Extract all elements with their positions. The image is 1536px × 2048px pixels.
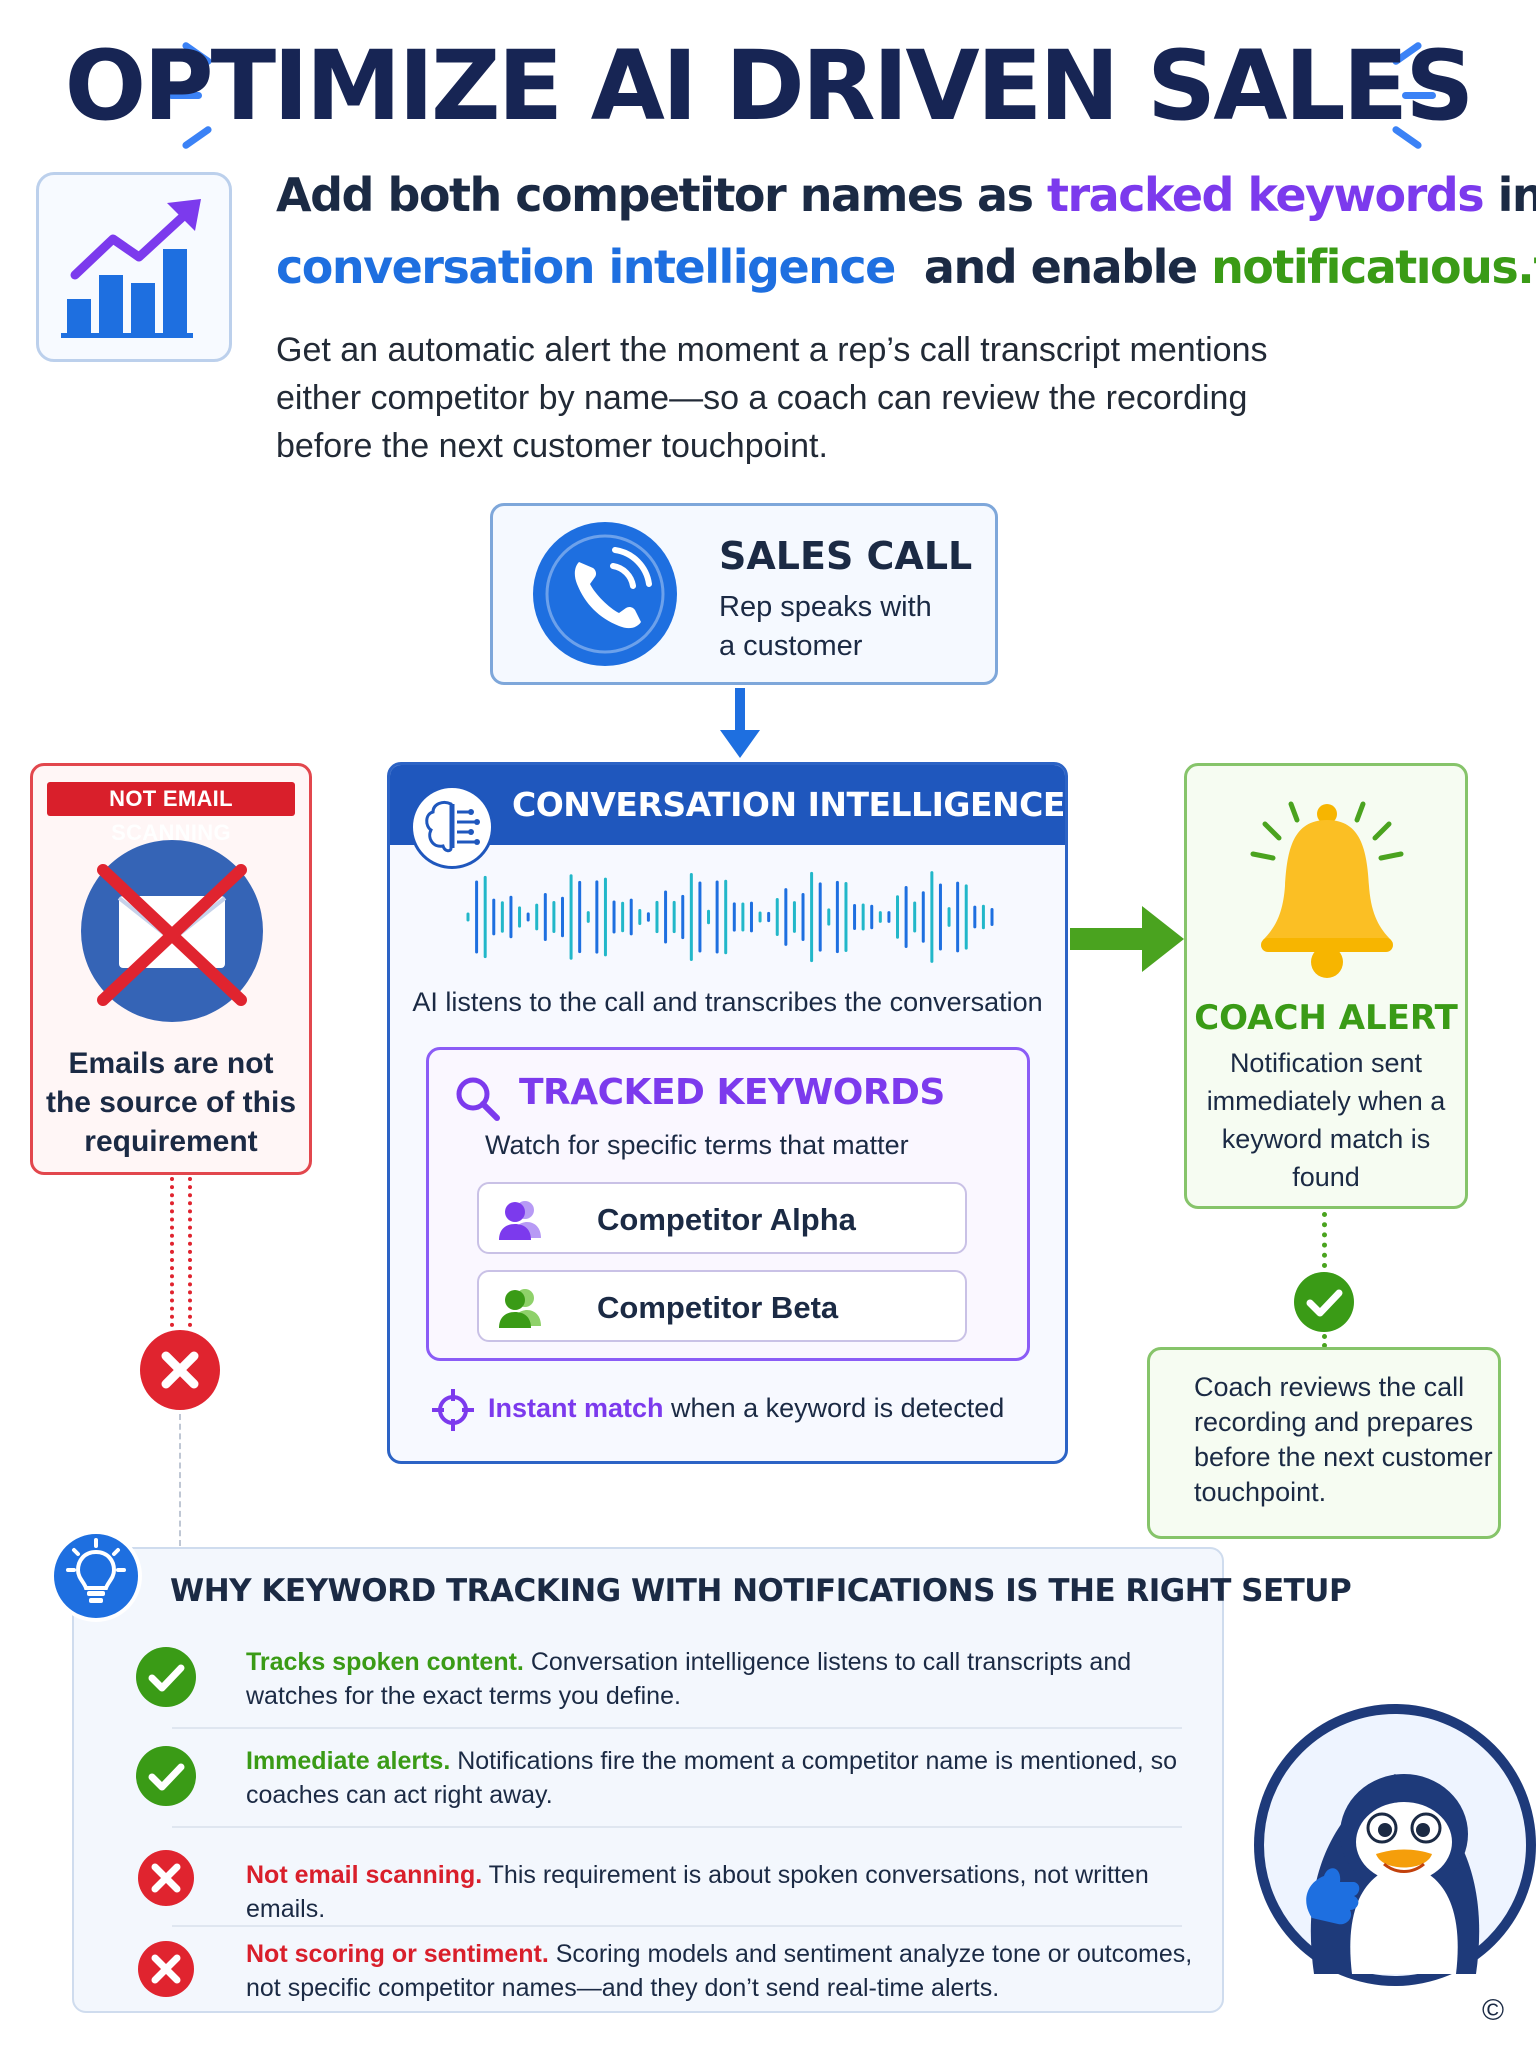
waveform-icon (466, 871, 994, 963)
divider (172, 1727, 1182, 1729)
user-icon (499, 1201, 541, 1240)
coach-review-text: Coach reviews the call recording and pre… (1194, 1372, 1493, 1507)
penguin-mascot (1254, 1704, 1536, 1986)
headline-text: Add both competitor names as (276, 168, 1047, 222)
x-icon (140, 1330, 220, 1410)
bell-icon (1250, 801, 1404, 978)
not-email-scanning-box: NOT EMAIL SCANNING Emails are not the so… (30, 763, 312, 1175)
x-icon (138, 1850, 194, 1906)
headline-line-2: conversation intelligence and enable not… (276, 240, 1536, 294)
keyword-label: Competitor Beta (597, 1290, 839, 1325)
tracked-keywords-description: Watch for specific terms that matter (485, 1130, 909, 1160)
coach-review-box: Coach reviews the call recording and pre… (1147, 1347, 1501, 1539)
why-item-text: Not scoring or sentiment. Scoring models… (246, 1937, 1196, 2005)
check-icon (1294, 1272, 1354, 1332)
why-item-lead: Tracks spoken content. (246, 1648, 524, 1676)
why-item-lead: Not scoring or sentiment. (246, 1940, 549, 1968)
instant-match-text: when a keyword is detected (663, 1393, 1005, 1423)
why-item-lead: Immediate alerts. (246, 1747, 451, 1775)
connector-line (1322, 1212, 1327, 1268)
tracked-keywords-title: TRACKED KEYWORDS (519, 1072, 945, 1113)
sales-call-box: SALES CALL Rep speaks with a customer (490, 503, 998, 685)
sales-call-line: a customer (719, 630, 863, 662)
copyright-mark: © (1482, 1994, 1505, 2027)
check-icon (136, 1647, 196, 1707)
coach-alert-title: COACH ALERT (1194, 998, 1458, 1038)
right-arrow-icon (1070, 906, 1184, 972)
coach-alert-description: Notification sent immediately when a key… (1206, 1048, 1446, 1192)
sales-call-line: Rep speaks with (719, 591, 932, 623)
sales-call-title: SALES CALL (719, 534, 973, 578)
search-icon (456, 1077, 500, 1121)
why-panel: WHY KEYWORD TRACKING WITH NOTIFICATIONS … (72, 1547, 1352, 2013)
brain-icon (410, 785, 494, 869)
why-item-body: Scoring models and sentiment analyze ton… (246, 1940, 1193, 2002)
conversation-intelligence-engine: CONVERSATION INTELLIGENCE ENGINE AI list… (387, 762, 1068, 1464)
sales-call-description: Rep speaks with a customer (719, 588, 932, 666)
keyword-label: Competitor Alpha (597, 1202, 856, 1237)
keyword-item: Competitor Beta (477, 1270, 967, 1342)
why-item-text: Tracks spoken content. Conversation inte… (246, 1645, 1196, 1713)
why-item-body: Notifications fire the moment a competit… (246, 1747, 1177, 1809)
keyword-item: Competitor Alpha (477, 1182, 967, 1254)
why-item-text: Not email scanning. This requirement is … (246, 1858, 1196, 1926)
engine-title: CONVERSATION INTELLIGENCE ENGINE (512, 785, 1065, 824)
headline-highlight-notifications: notificatıous.fes (1211, 240, 1536, 294)
headline-line-1: Add both competitor names as tracked key… (276, 168, 1536, 222)
check-icon (136, 1746, 196, 1806)
why-item-body: This requirement is about spoken convers… (246, 1861, 1149, 1923)
not-email-text: Emails are not the source of this requir… (45, 1047, 297, 1158)
bar-chart-icon (61, 199, 201, 338)
crossed-email-icon (81, 840, 263, 1022)
connector-line (170, 1177, 174, 1327)
why-item-body: Conversation intelligence listens to cal… (246, 1648, 1132, 1710)
phone-icon (533, 522, 677, 666)
headline-highlight-tracked-keywords: tracked keywords (1046, 168, 1485, 222)
instant-match-lead: Instant match (488, 1393, 664, 1423)
growth-chart-card (36, 172, 232, 362)
engine-header (390, 765, 1065, 845)
down-arrow-icon (720, 688, 760, 758)
why-item-lead: Not email scanning. (246, 1861, 483, 1889)
divider (172, 1826, 1182, 1828)
title-accent-icon (1402, 92, 1436, 99)
headline-text: and enable (923, 240, 1212, 294)
headline-highlight-conversation-intelligence: conversation intelligence (276, 240, 896, 294)
lightbulb-icon (50, 1530, 142, 1622)
x-icon (138, 1941, 194, 1997)
coach-alert-box: COACH ALERT Notification sent immediatel… (1184, 763, 1468, 1209)
user-icon (499, 1289, 541, 1328)
divider (172, 1925, 1182, 1927)
target-icon (432, 1389, 474, 1431)
why-item-text: Immediate alerts. Notifications fire the… (246, 1744, 1196, 1812)
connector-line (179, 1414, 181, 1546)
title-accent-icon (168, 92, 202, 99)
why-title: WHY KEYWORD TRACKING WITH NOTIFICATIONS … (170, 1573, 1352, 1609)
headline-text: in (1497, 168, 1536, 222)
tracked-keywords-panel: TRACKED KEYWORDS Watch for specific term… (426, 1047, 1030, 1361)
engine-description: AI listens to the call and transcribes t… (412, 987, 1043, 1017)
connector-line (188, 1177, 192, 1327)
intro-paragraph: Get an automatic alert the moment a rep’… (276, 331, 1268, 465)
connector-line (1322, 1334, 1327, 1348)
not-email-badge: NOT EMAIL SCANNING (47, 782, 295, 845)
page-title: OPTIMIZE AI DRIVEN SALES (64, 30, 1475, 142)
